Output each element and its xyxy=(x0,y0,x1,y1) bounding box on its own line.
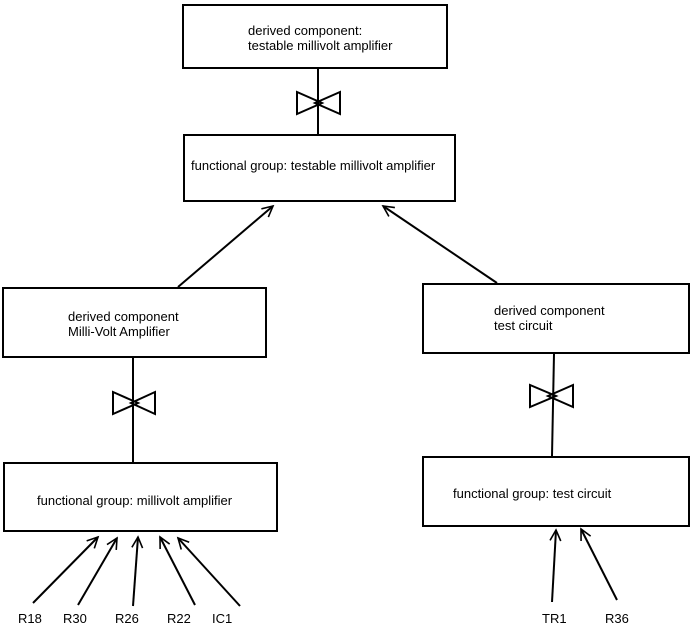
node-label: testable millivolt amplifier xyxy=(248,38,393,53)
node-label: derived component: xyxy=(248,23,363,38)
node-label: derived component xyxy=(68,309,179,324)
edge-r22 xyxy=(159,535,196,606)
edge-r36 xyxy=(580,527,618,601)
node-label: functional group: millivolt amplifier xyxy=(37,493,233,508)
edge-left-derived-to-top-functional xyxy=(177,204,275,288)
bowtie-icon xyxy=(112,390,156,416)
component-label-r18: R18 xyxy=(18,611,42,626)
component-label-r22: R22 xyxy=(167,611,191,626)
node-derived-testable-millivolt-amplifier: derived component:testable millivolt amp… xyxy=(182,4,448,69)
edge-r18 xyxy=(32,535,100,604)
component-label-tr1: TR1 xyxy=(542,611,567,626)
bowtie-icon xyxy=(296,90,341,116)
node-label: Milli-Volt Amplifier xyxy=(68,324,170,339)
component-label-r26: R26 xyxy=(115,611,139,626)
component-label-r36: R36 xyxy=(605,611,629,626)
edge-right-derived-to-top-functional xyxy=(381,204,498,284)
bowtie-icon xyxy=(529,383,574,409)
component-label-ic1: IC1 xyxy=(212,611,233,626)
node-label: functional group: test circuit xyxy=(453,486,612,501)
edge-ic1 xyxy=(176,536,241,607)
node-label: derived component xyxy=(494,303,605,318)
node-functional-group-testable-millivolt-amplifier: functional group: testable millivolt amp… xyxy=(183,134,456,202)
edge-r26 xyxy=(131,535,144,607)
node-functional-group-test-circuit: functional group: test circuit xyxy=(422,456,690,527)
connector-right xyxy=(551,353,555,457)
node-label: test circuit xyxy=(494,318,553,333)
node-label: functional group: testable millivolt amp… xyxy=(191,158,436,173)
edge-r30 xyxy=(77,536,118,606)
edge-tr1 xyxy=(549,528,562,603)
node-functional-group-millivolt-amplifier: functional group: millivolt amplifier xyxy=(3,462,278,532)
component-label-r30: R30 xyxy=(63,611,87,626)
